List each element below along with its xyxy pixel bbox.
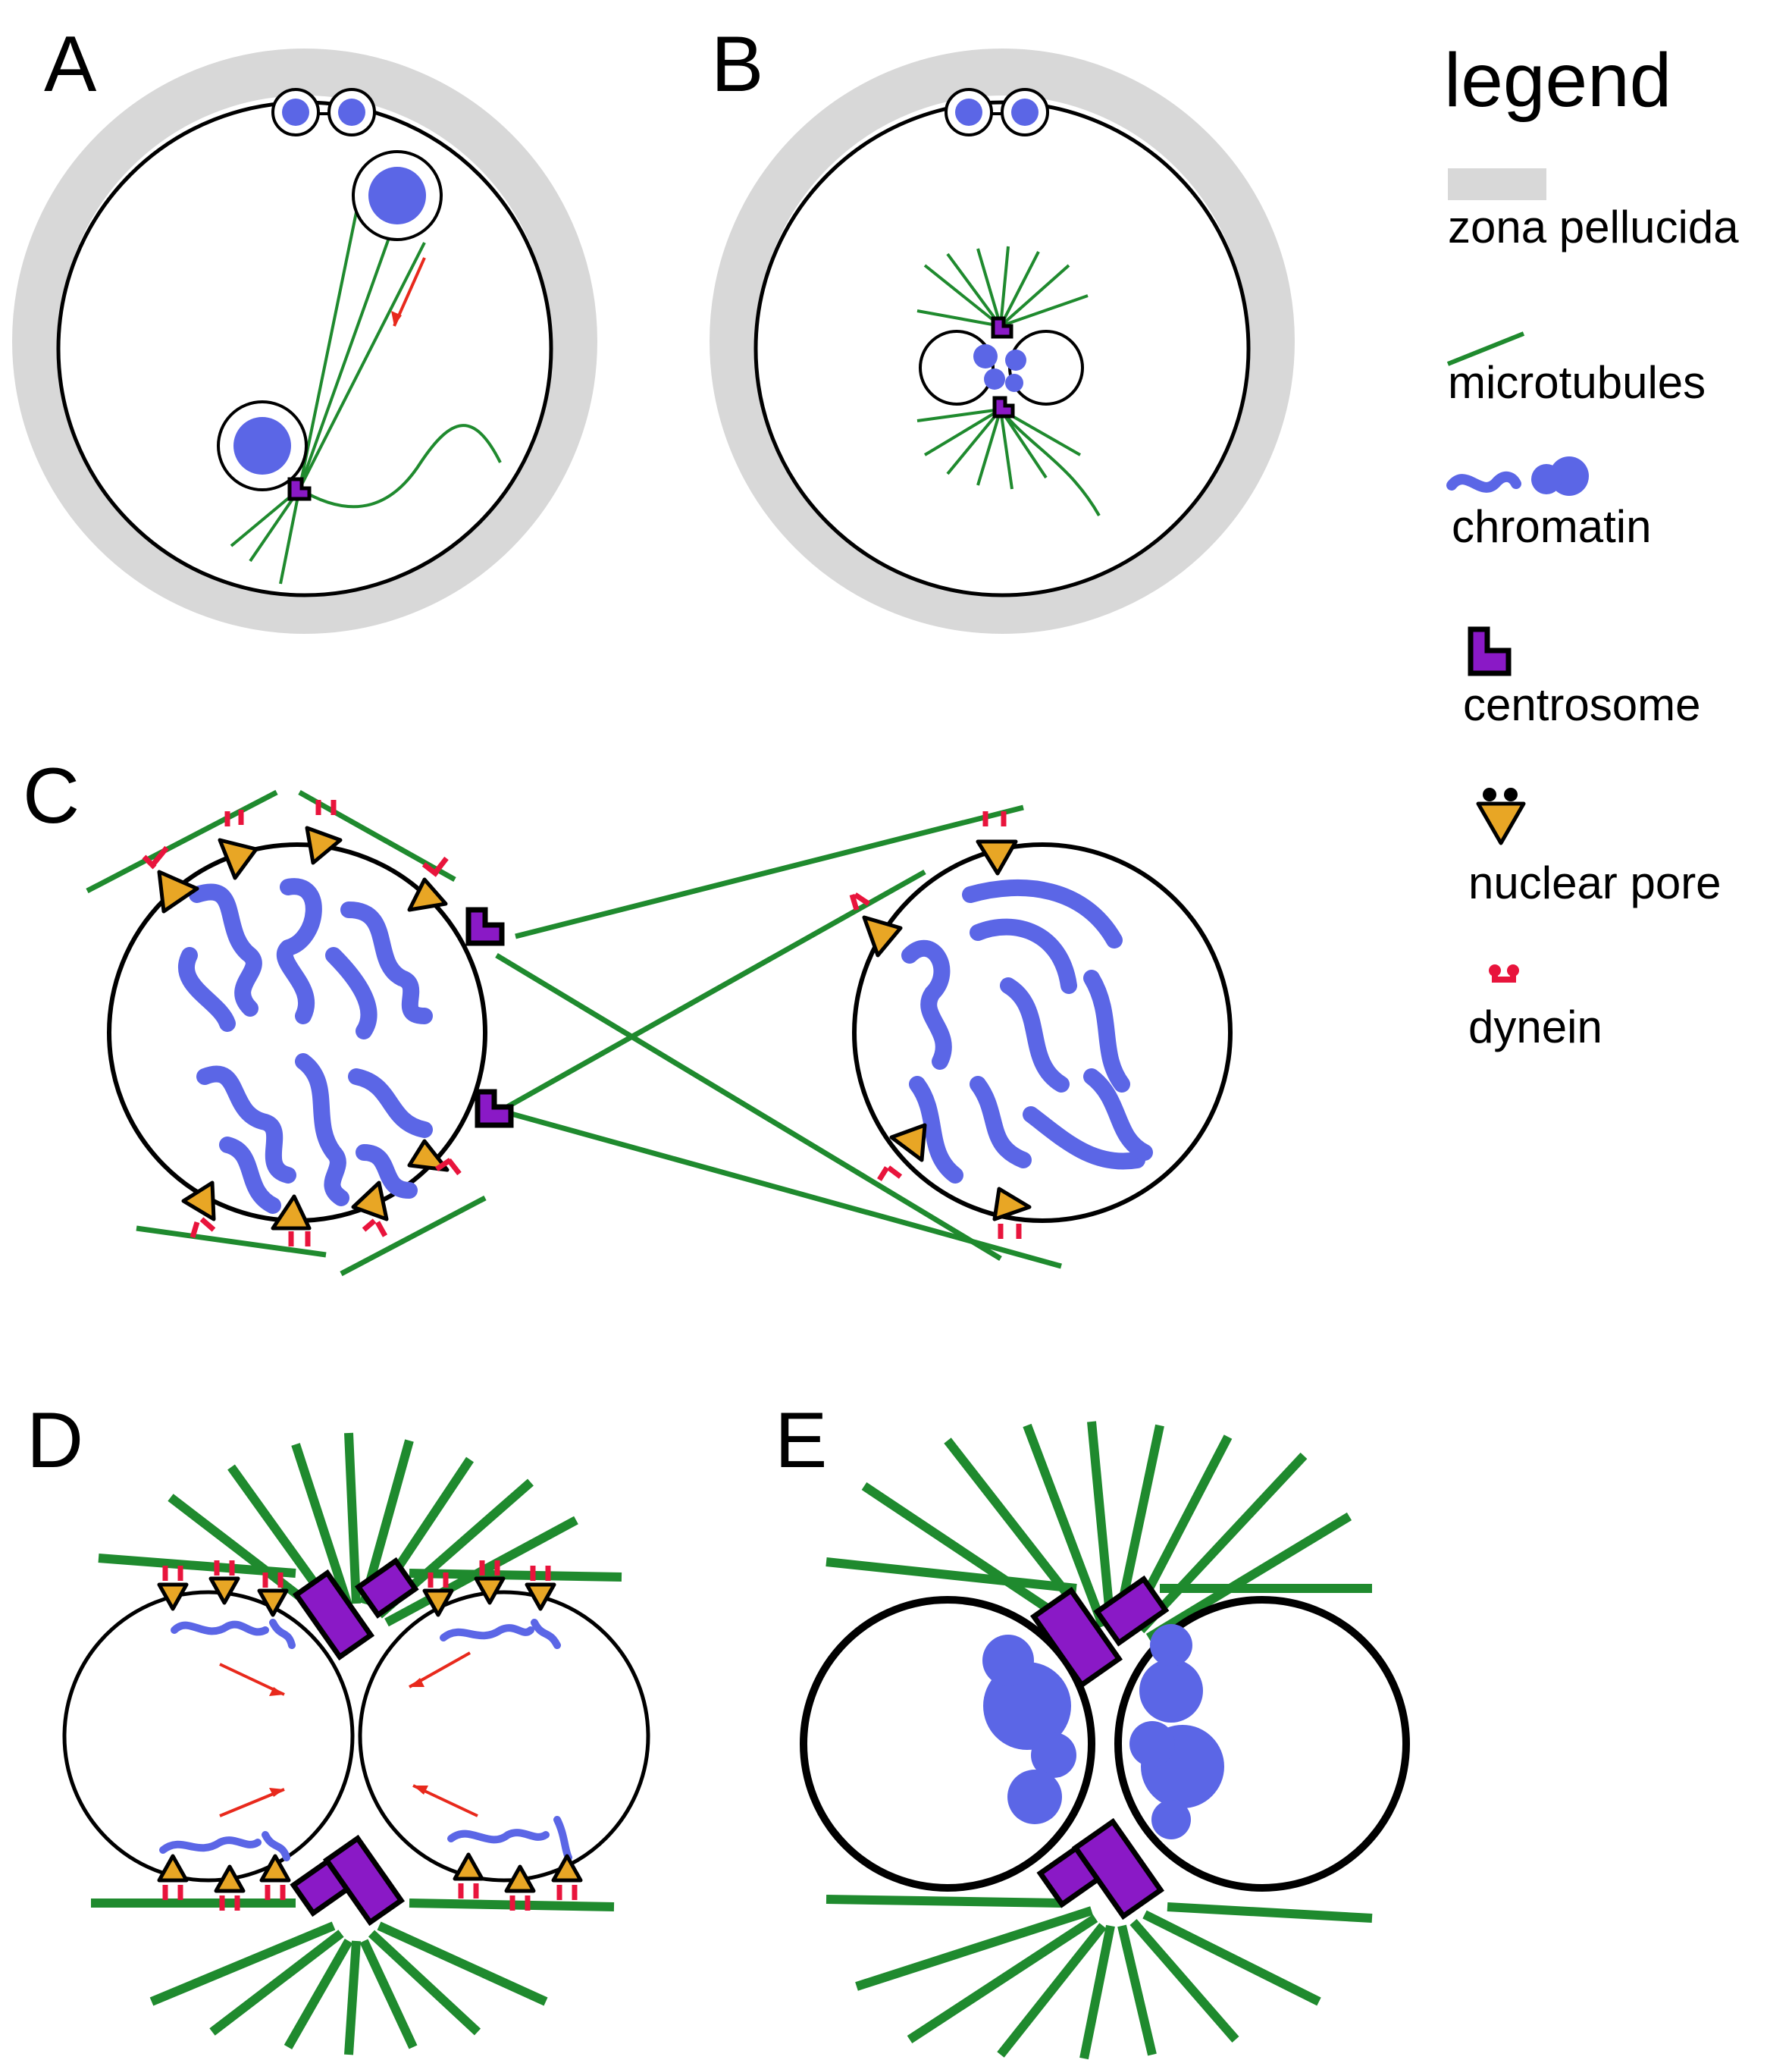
chromatin-b [1005, 350, 1026, 371]
panel-b: B [710, 20, 1295, 634]
centrosome-b-bottom [992, 396, 1015, 419]
nuclear-pore-triangle [1476, 788, 1526, 845]
panel-d-letter: D [27, 1397, 83, 1485]
zygote-cell [753, 100, 1251, 597]
pronucleus-d-right [358, 1590, 650, 1883]
polar-bodies [271, 88, 376, 136]
legend-title: legend [1444, 38, 1671, 123]
pronucleus-d-left [62, 1590, 355, 1883]
legend-label-chromatin: chromatin [1452, 501, 1651, 552]
centrosome-d-top [292, 1557, 419, 1661]
centrosome-e-bottom [1036, 1817, 1164, 1920]
dynein-shape [1489, 964, 1519, 983]
chromatin-d [159, 1619, 572, 1861]
panel-d: D [27, 1397, 650, 2055]
chromatin-e [982, 1624, 1224, 1839]
centrosome-c-bottom [475, 1089, 514, 1128]
legend-label-microtubules: microtubules [1448, 357, 1706, 408]
centrosome-e-top [1030, 1575, 1170, 1689]
panel-c: C [23, 752, 1233, 1277]
chromatin-b [1005, 374, 1023, 392]
centrosome-shape [1468, 626, 1512, 676]
legend-label-zona-pellucida: zona pellucida [1448, 202, 1739, 252]
dynein-d [162, 1560, 578, 1911]
chromatin-shapes [1446, 456, 1589, 496]
pronucleus-left [919, 330, 995, 406]
panel-a: A [12, 20, 597, 634]
chromatin-male [368, 167, 426, 224]
panel-e-letter: E [775, 1397, 827, 1485]
movement-arrows-d [219, 1651, 478, 1817]
panel-a-letter: A [44, 20, 97, 108]
migration-arrow-head [391, 311, 402, 326]
dynein-c-left [142, 800, 462, 1246]
microtubules-c [86, 789, 1062, 1277]
chromatin-b [973, 344, 998, 368]
polar-bodies [945, 88, 1049, 136]
microtubules-b [916, 246, 1101, 516]
chromatin-c-right [901, 879, 1153, 1184]
centrosome-c-top [465, 907, 505, 946]
nuclear-pores-c-left [157, 826, 450, 1231]
chromatin-female [233, 417, 291, 475]
panel-b-letter: B [711, 20, 763, 108]
chromatin-c-left [178, 878, 433, 1214]
legend-label-dynein: dynein [1468, 1002, 1602, 1052]
panel-e: E [775, 1397, 1410, 2060]
nuclear-pores-c-right [862, 839, 1032, 1221]
legend: legend zona pellucida microtubules chrom… [1444, 38, 1739, 1052]
centrosome-d-bottom [290, 1834, 406, 1927]
nuclear-pores-d [157, 1576, 583, 1893]
legend-label-centrosome: centrosome [1463, 679, 1700, 730]
chromatin-b [984, 368, 1005, 390]
oocyte-cell [56, 100, 553, 597]
centrosome-a [287, 477, 312, 501]
centrosome-b-top [991, 316, 1013, 339]
dynein-c-right [849, 811, 1022, 1239]
microtubule-line [1446, 331, 1525, 366]
legend-label-nuclear-pore: nuclear pore [1468, 858, 1722, 908]
panel-c-letter: C [23, 752, 80, 840]
zona-pellucida-swatch [1448, 168, 1546, 200]
